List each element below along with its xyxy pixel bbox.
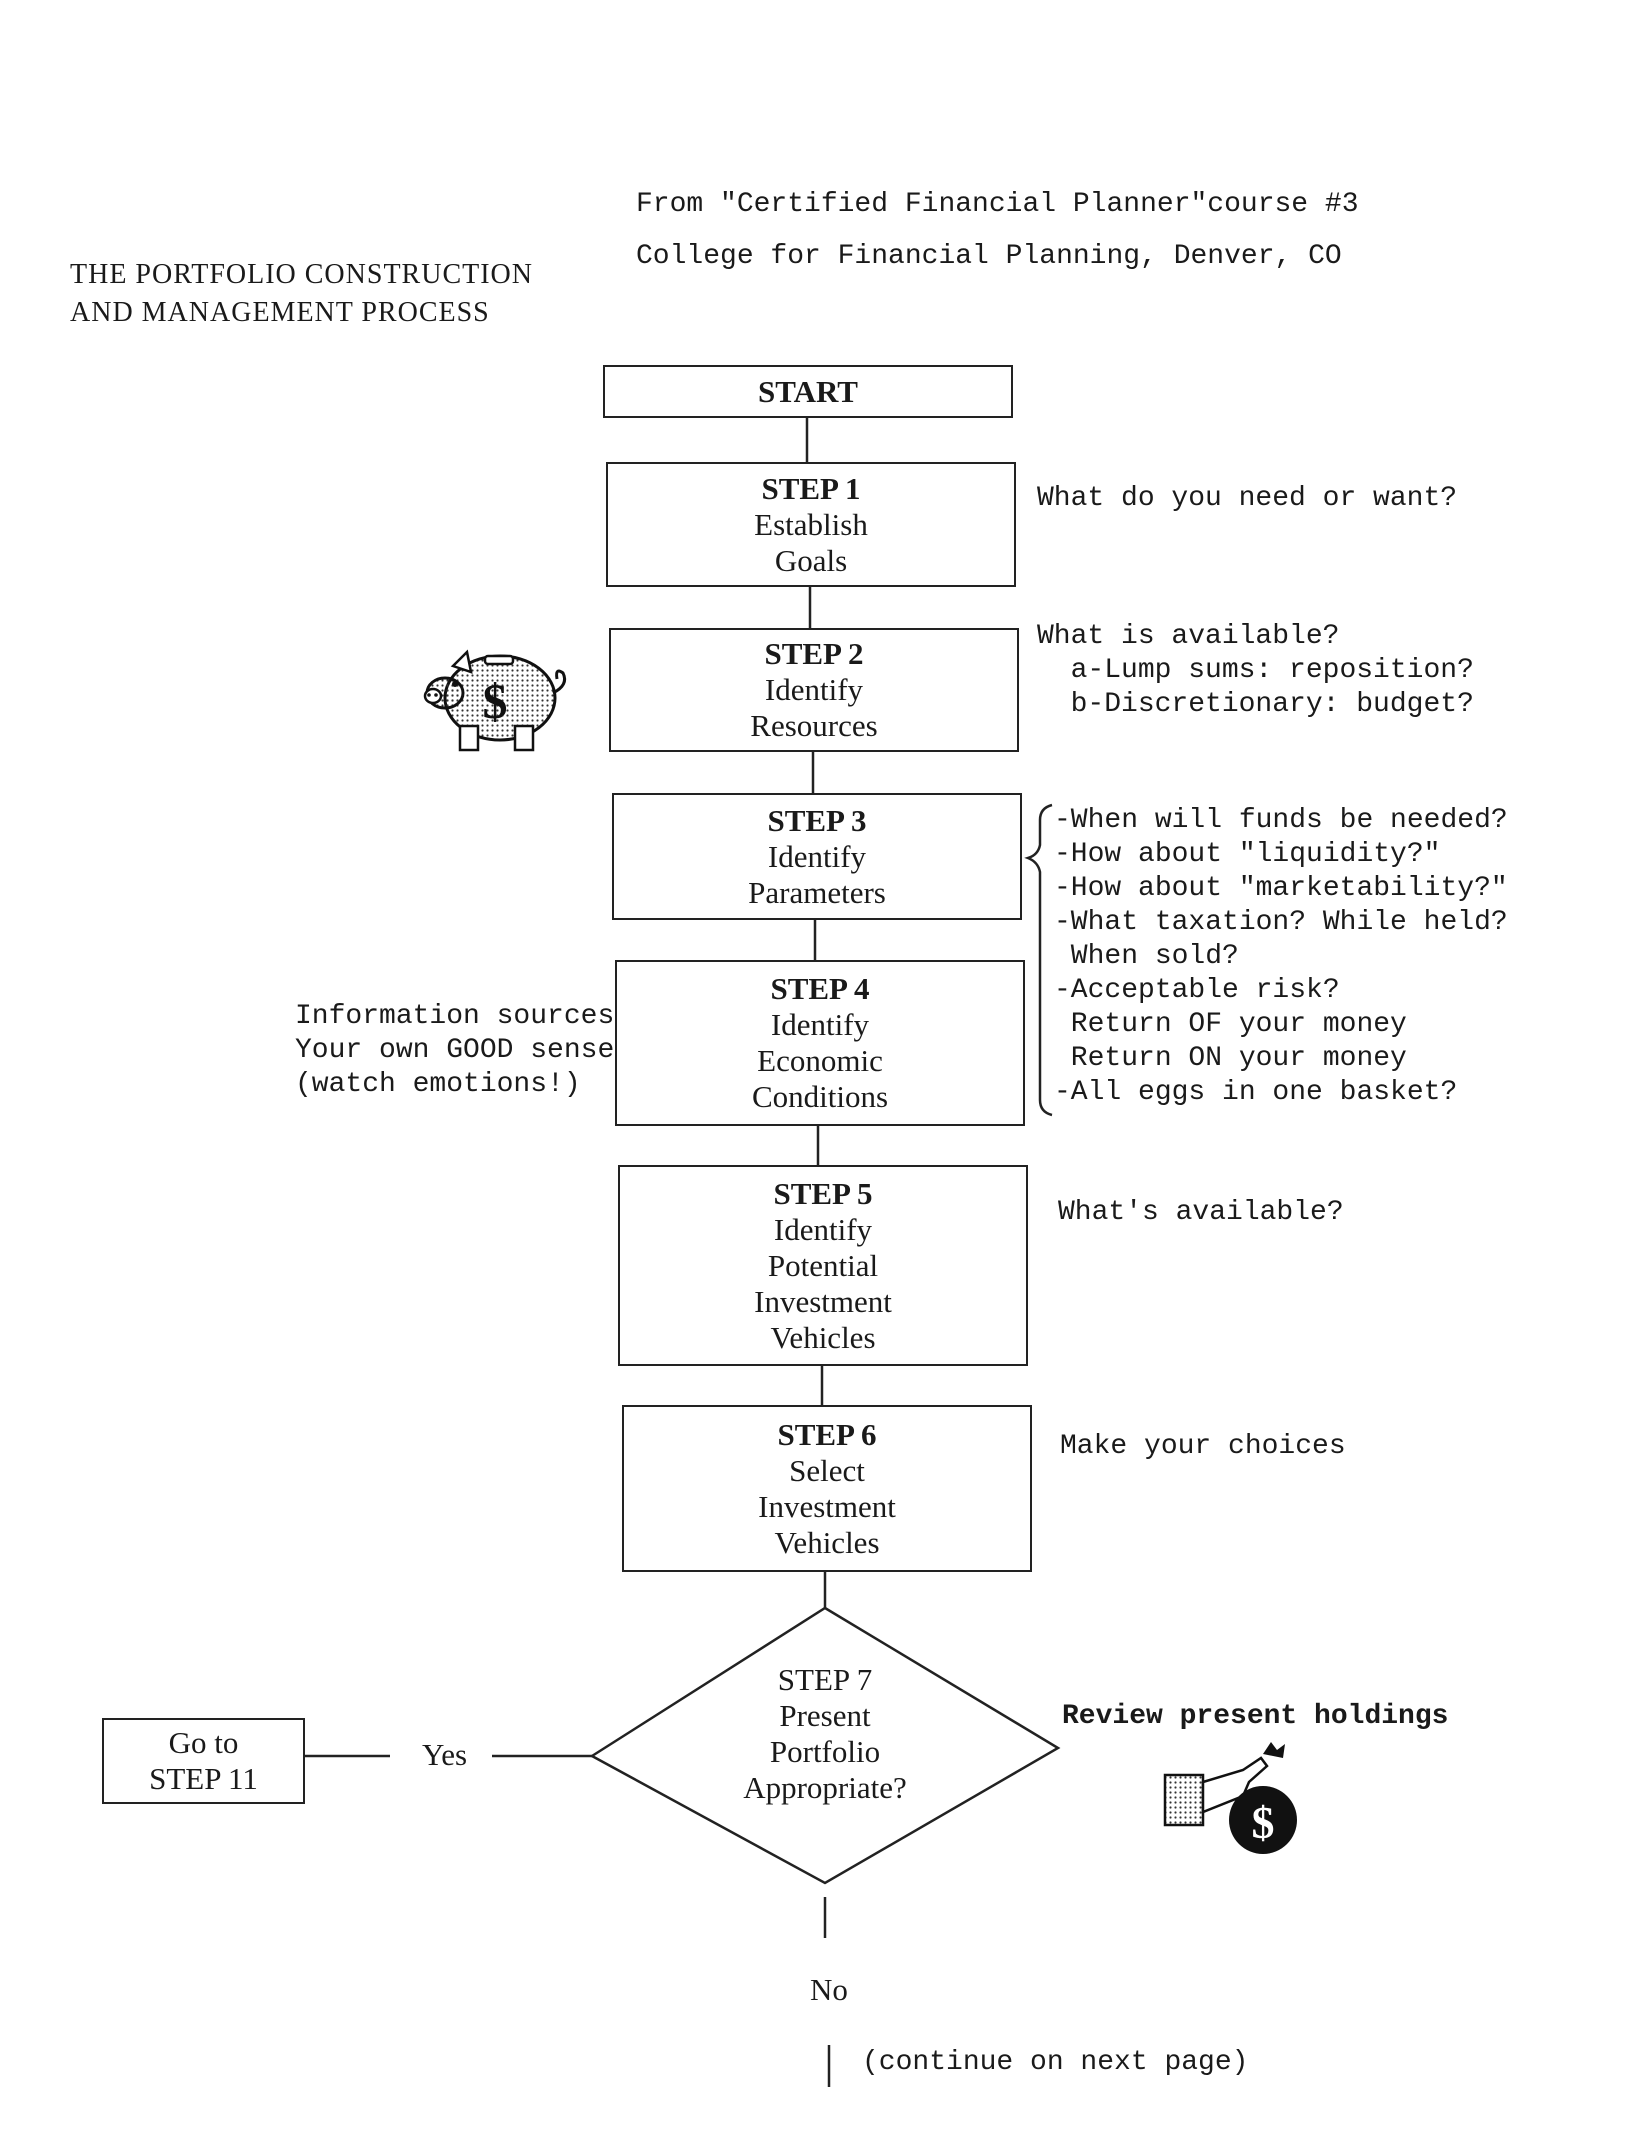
goto-step-11-box: Go to STEP 11 — [102, 1718, 305, 1804]
note-step-5: What's available? — [1058, 1197, 1344, 1228]
source-line-2: College for Financial Planning, Denver, … — [636, 241, 1342, 272]
step-title: STEP 1 — [761, 470, 861, 506]
step-title: STEP 6 — [777, 1416, 877, 1452]
start-label: START — [758, 373, 858, 409]
note-step-4-line: Your own GOOD sense — [295, 1035, 615, 1066]
step-line: Resources — [750, 708, 878, 743]
step-title: STEP 5 — [773, 1175, 873, 1211]
step-line: Economic — [757, 1043, 883, 1078]
note-step-3-line: -What taxation? While held? — [1054, 907, 1508, 938]
svg-text:$: $ — [483, 673, 508, 729]
decision-title: STEP 7 — [777, 1662, 873, 1697]
note-step-3-line: Return ON your money — [1054, 1043, 1407, 1074]
step-line: Identify — [764, 672, 864, 707]
step-line: Vehicles — [770, 1319, 876, 1355]
note-step-3-line: Return OF your money — [1054, 1009, 1407, 1040]
step-line: Parameters — [748, 874, 886, 910]
step-line: Identify — [767, 838, 867, 874]
step-1-box: STEP 1 Establish Goals — [606, 462, 1016, 587]
step-5-box: STEP 5 Identify Potential Investment Veh… — [618, 1165, 1028, 1366]
decision-diamond — [589, 1606, 1061, 1885]
step-2-box: STEP 2 Identify Resources — [609, 628, 1019, 752]
step-3-box: STEP 3 Identify Parameters — [612, 793, 1022, 920]
note-step-4-line: (watch emotions!) — [295, 1069, 581, 1100]
step-line: Vehicles — [774, 1524, 880, 1560]
note-step-6: Make your choices — [1060, 1431, 1346, 1462]
step-line: Investment — [754, 1283, 892, 1319]
note-step-3-line: -When will funds be needed? — [1054, 805, 1508, 836]
note-step-3-line: -All eggs in one basket? — [1054, 1077, 1458, 1108]
step-line: Investment — [758, 1488, 896, 1524]
note-step-2-line: b-Discretionary: budget? — [1037, 689, 1474, 720]
no-label: No — [810, 1972, 848, 2007]
piggy-bank-icon: $ — [415, 638, 575, 758]
note-step-4-line: Information sources — [295, 1001, 615, 1032]
svg-text:$: $ — [1252, 1797, 1275, 1848]
step-line: Potential — [767, 1247, 879, 1283]
decision-line: Appropriate? — [743, 1770, 907, 1805]
goto-line-1: Go to — [168, 1725, 239, 1760]
decision-text: STEP 7 Present Portfolio Appropriate? — [700, 1662, 950, 1806]
note-step-3-line: When sold? — [1054, 941, 1239, 972]
decision-line: Present — [779, 1698, 871, 1733]
note-step-7: Review present holdings — [1062, 1701, 1449, 1732]
yes-label: Yes — [422, 1737, 468, 1772]
step-line: Conditions — [751, 1079, 889, 1114]
continue-note: (continue on next page) — [862, 2047, 1249, 2078]
notes-bracket — [1024, 803, 1053, 1117]
step-title: STEP 3 — [767, 802, 867, 838]
note-step-3-line: -How about "marketability?" — [1054, 873, 1508, 904]
note-step-2-line: What is available? — [1037, 621, 1340, 652]
page-title-line-1: THE PORTFOLIO CONSTRUCTION — [70, 259, 533, 290]
step-line: Select — [789, 1452, 865, 1488]
note-step-2-line: a-Lump sums: reposition? — [1037, 655, 1474, 686]
decision-line: Portfolio — [769, 1734, 881, 1769]
step-line: Establish — [754, 506, 868, 542]
step-title: STEP 2 — [764, 636, 864, 671]
note-step-3-line: -How about "liquidity?" — [1054, 839, 1441, 870]
step-line: Identify — [770, 1007, 870, 1042]
page-title-line-2: AND MANAGEMENT PROCESS — [70, 297, 490, 328]
step-4-box: STEP 4 Identify Economic Conditions — [615, 960, 1025, 1126]
goto-line-2: STEP 11 — [149, 1761, 258, 1796]
note-step-1: What do you need or want? — [1037, 483, 1458, 514]
money-bag-icon: $ — [1163, 1740, 1313, 1855]
start-box: START — [603, 365, 1013, 418]
step-line: Goals — [774, 542, 848, 578]
step-title: STEP 4 — [770, 971, 870, 1006]
step-line: Identify — [773, 1211, 873, 1247]
source-line-1: From "Certified Financial Planner"course… — [636, 189, 1359, 220]
note-step-3-line: -Acceptable risk? — [1054, 975, 1340, 1006]
step-6-box: STEP 6 Select Investment Vehicles — [622, 1405, 1032, 1572]
